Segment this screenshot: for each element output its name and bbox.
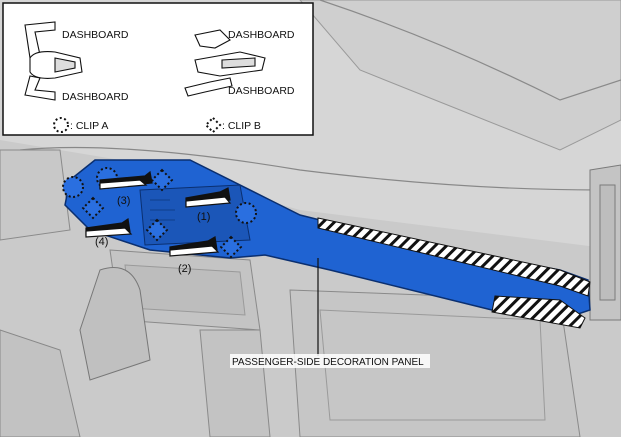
clip-b-marker <box>219 235 243 259</box>
clip-a-bottom-label: DASHBOARD <box>62 91 129 103</box>
step-1-label: (1) <box>197 211 210 223</box>
clip-b-markers <box>81 168 243 259</box>
clip-legend: DASHBOARD DASHBOARD DASHBOARD DASHBOARD … <box>2 2 314 136</box>
clip-b-bottom-label: DASHBOARD <box>228 85 295 97</box>
clip-a-top-label: DASHBOARD <box>62 29 129 41</box>
clip-b-legend-icon <box>204 116 222 134</box>
clip-a-legend-label: : CLIP A <box>70 120 108 132</box>
clip-b-marker <box>81 196 105 220</box>
clip-b-top-label: DASHBOARD <box>228 29 295 41</box>
removal-arrows <box>85 170 232 257</box>
clip-a-marker <box>235 202 257 224</box>
step-3-label: (3) <box>117 195 130 207</box>
clip-a-diagram <box>24 21 83 101</box>
clip-b-legend-label: : CLIP B <box>222 120 261 132</box>
panel-label: PASSENGER-SIDE DECORATION PANEL <box>232 357 424 368</box>
clip-b-marker <box>150 168 174 192</box>
clip-a-legend-icon <box>53 117 69 133</box>
clip-b-diagram <box>184 29 266 97</box>
hatched-area-lower <box>491 295 586 329</box>
step-2-label: (2) <box>178 263 191 275</box>
hatched-area-upper <box>317 217 591 297</box>
clip-b-marker <box>145 218 169 242</box>
clip-a-marker <box>62 176 84 198</box>
step-4-label: (4) <box>95 236 108 248</box>
